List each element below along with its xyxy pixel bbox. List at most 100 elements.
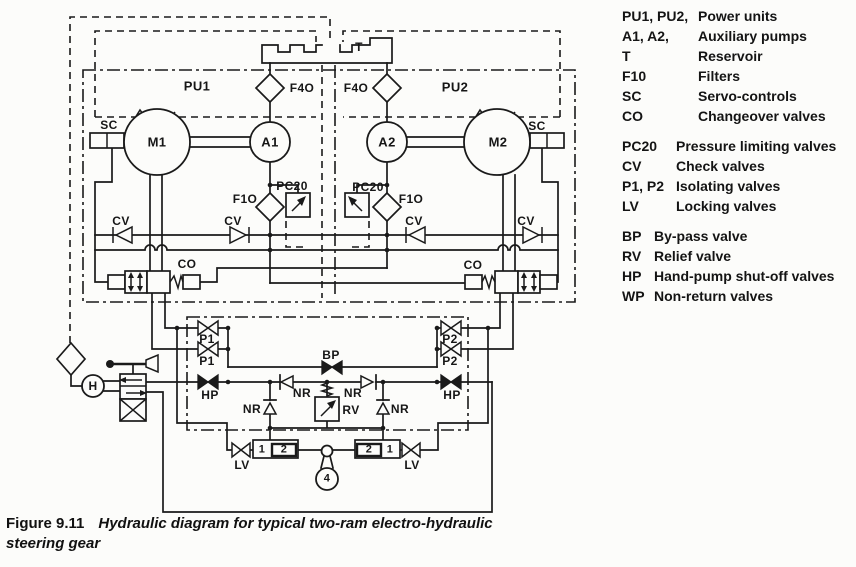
legend-row: SC Servo-controls	[622, 86, 854, 106]
filters	[55, 72, 403, 377]
label-bp: BP	[322, 348, 340, 362]
co-spring-left	[169, 273, 184, 291]
co-spring-right	[481, 273, 496, 291]
label-hp-left: HP	[201, 388, 219, 402]
legend-row: PU1, PU2,Power units	[622, 6, 854, 26]
legend-abbr: LV	[622, 198, 639, 214]
label-p1-upper: P1	[199, 332, 215, 346]
label-nr-lower-right: NR	[390, 402, 410, 416]
isolating-valves	[197, 319, 462, 459]
label-m1: M1	[147, 134, 167, 150]
label-f4o-right: F4O	[343, 81, 369, 95]
label-pu1: PU1	[183, 78, 211, 94]
pc20-pilot-right	[351, 221, 370, 248]
legend-desc: Hand-pump shut-off valves	[654, 268, 835, 284]
legend-row: RV Relief valve	[622, 246, 854, 266]
label-hp-right: HP	[443, 388, 461, 402]
legend-desc: Pressure limiting valves	[676, 138, 837, 154]
legend-abbr: A1, A2,	[622, 28, 669, 44]
legend-abbr: PC20	[622, 138, 658, 154]
check-valves	[112, 225, 543, 415]
hand-pump-filter	[55, 341, 87, 377]
legend-abbr: SC	[622, 88, 642, 104]
legend-abbr: RV	[622, 248, 642, 264]
rv-spring	[319, 382, 335, 397]
legend-row: P1, P2 Isolating valves	[622, 176, 854, 196]
legend: PU1, PU2,Power units A1, A2, Auxiliary pu…	[622, 6, 854, 316]
label-pc20-left: PC20	[276, 179, 308, 193]
label-cyl-right-1: 1	[386, 443, 394, 456]
label-nr-lower-left: NR	[242, 402, 262, 416]
boundary-dashed	[69, 16, 561, 343]
legend-desc: Auxiliary pumps	[698, 28, 807, 44]
shaft-lines	[189, 136, 466, 148]
legend-row: A1, A2, Auxiliary pumps	[622, 26, 854, 46]
label-rv: RV	[342, 403, 360, 417]
label-cyl-right-2: 2	[365, 443, 373, 456]
legend-desc: Isolating valves	[676, 178, 781, 194]
label-nr-upper-right: NR	[343, 386, 363, 400]
legend-desc: Filters	[698, 68, 741, 84]
figure-number: Figure 9.11	[6, 515, 85, 532]
boundary-dashdot	[82, 65, 576, 431]
motor-m2-symbol	[463, 108, 531, 176]
figure-caption-text: Hydraulic diagram for typical two-ram el…	[6, 515, 493, 552]
motor-m1-symbol	[123, 108, 191, 176]
label-lv-left: LV	[234, 458, 250, 472]
label-sc-left: SC	[100, 118, 118, 132]
legend-desc: Relief valve	[654, 248, 732, 264]
label-pc20-right: PC20	[352, 180, 384, 194]
pump-a1-symbol	[249, 121, 291, 163]
label-cv3: CV	[405, 214, 423, 228]
legend-abbr: CO	[622, 108, 643, 124]
pc20-pilot-left	[285, 221, 304, 248]
suction-line	[94, 244, 559, 251]
ram-route-left	[176, 327, 233, 451]
filter-f4o-right	[371, 72, 403, 104]
legend-desc: Reservoir	[698, 48, 763, 64]
legend-abbr: WP	[622, 288, 645, 304]
legend-row: T Reservoir	[622, 46, 854, 66]
round-components	[81, 108, 531, 491]
legend-abbr: BP	[622, 228, 642, 244]
label-hand-pump: H	[88, 379, 98, 393]
filter-f1o-left	[254, 191, 286, 223]
label-f1o-right: F1O	[398, 192, 424, 206]
legend-group-1: PU1, PU2,Power units A1, A2, Auxiliary pu…	[622, 6, 854, 126]
hand-pump-h-symbol	[81, 374, 105, 398]
legend-desc: Servo-controls	[698, 88, 797, 104]
legend-abbr: T	[622, 48, 631, 64]
tiller-pivot	[320, 444, 334, 458]
label-cv4: CV	[517, 214, 535, 228]
label-reservoir: T	[355, 40, 363, 54]
junction-dots	[174, 182, 491, 431]
legend-row: WP Non-return valves	[622, 286, 854, 306]
legend-desc: Power units	[698, 8, 778, 24]
reservoir-symbol	[261, 37, 393, 64]
label-a1: A1	[261, 134, 279, 150]
legend-desc: Non-return valves	[654, 288, 774, 304]
legend-abbr: CV	[622, 158, 642, 174]
changeover-left	[146, 270, 171, 294]
legend-abbr: P1, P2	[622, 178, 665, 194]
legend-row: PC20 Pressure limiting valves	[622, 136, 854, 156]
label-co-right: CO	[463, 258, 483, 272]
pistons	[110, 362, 383, 458]
changeover-right	[494, 270, 519, 294]
label-p1-lower: P1	[199, 354, 215, 368]
lever-knob	[106, 360, 114, 368]
label-cyl-left-2: 2	[280, 443, 288, 456]
label-p2-upper: P2	[442, 332, 458, 346]
rudder-stock-symbol	[315, 467, 339, 491]
hand-pump-piping	[70, 363, 134, 392]
shutoff-valves	[197, 359, 462, 391]
filter-f1o-right	[371, 191, 403, 223]
